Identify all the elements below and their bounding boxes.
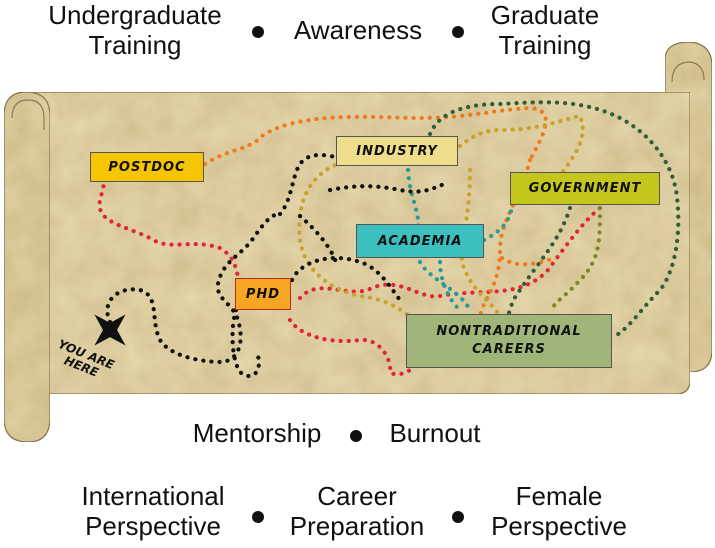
bullet-dot (252, 511, 264, 523)
topic-female-perspective: Female Perspective (491, 481, 627, 541)
topic-awareness: Awareness (293, 15, 423, 45)
bullet-dot (350, 430, 362, 442)
path-red (93, 165, 603, 377)
bullet-dot (252, 26, 264, 38)
topic-international-perspective: International Perspective (81, 481, 225, 541)
destination-nontraditional-careers: NONTRADITIONAL CAREERS (406, 314, 612, 368)
topic-mentorship: Mentorship (192, 418, 322, 448)
path-teal (405, 167, 515, 315)
destination-government: GOVERNMENT (510, 172, 660, 205)
destination-postdoc: POSTDOC (90, 152, 204, 182)
bullet-dot (452, 26, 464, 38)
destination-industry: INDUSTRY (336, 136, 458, 166)
you-are-here-marker-icon (94, 314, 126, 346)
bullet-dot (452, 511, 464, 523)
path-dark-green (427, 100, 681, 341)
topic-burnout: Burnout (389, 418, 481, 448)
topic-undergraduate-training: Undergraduate Training (48, 0, 222, 60)
destination-phd: PHD (235, 278, 291, 310)
topic-graduate-training: Graduate Training (490, 0, 600, 60)
path-gold (297, 113, 585, 319)
scroll-left-roll (3, 91, 51, 443)
path-black (105, 152, 447, 379)
destination-academia: ACADEMIA (356, 224, 484, 258)
path-olive (547, 205, 603, 315)
topic-career-preparation: Career Preparation (289, 481, 425, 541)
